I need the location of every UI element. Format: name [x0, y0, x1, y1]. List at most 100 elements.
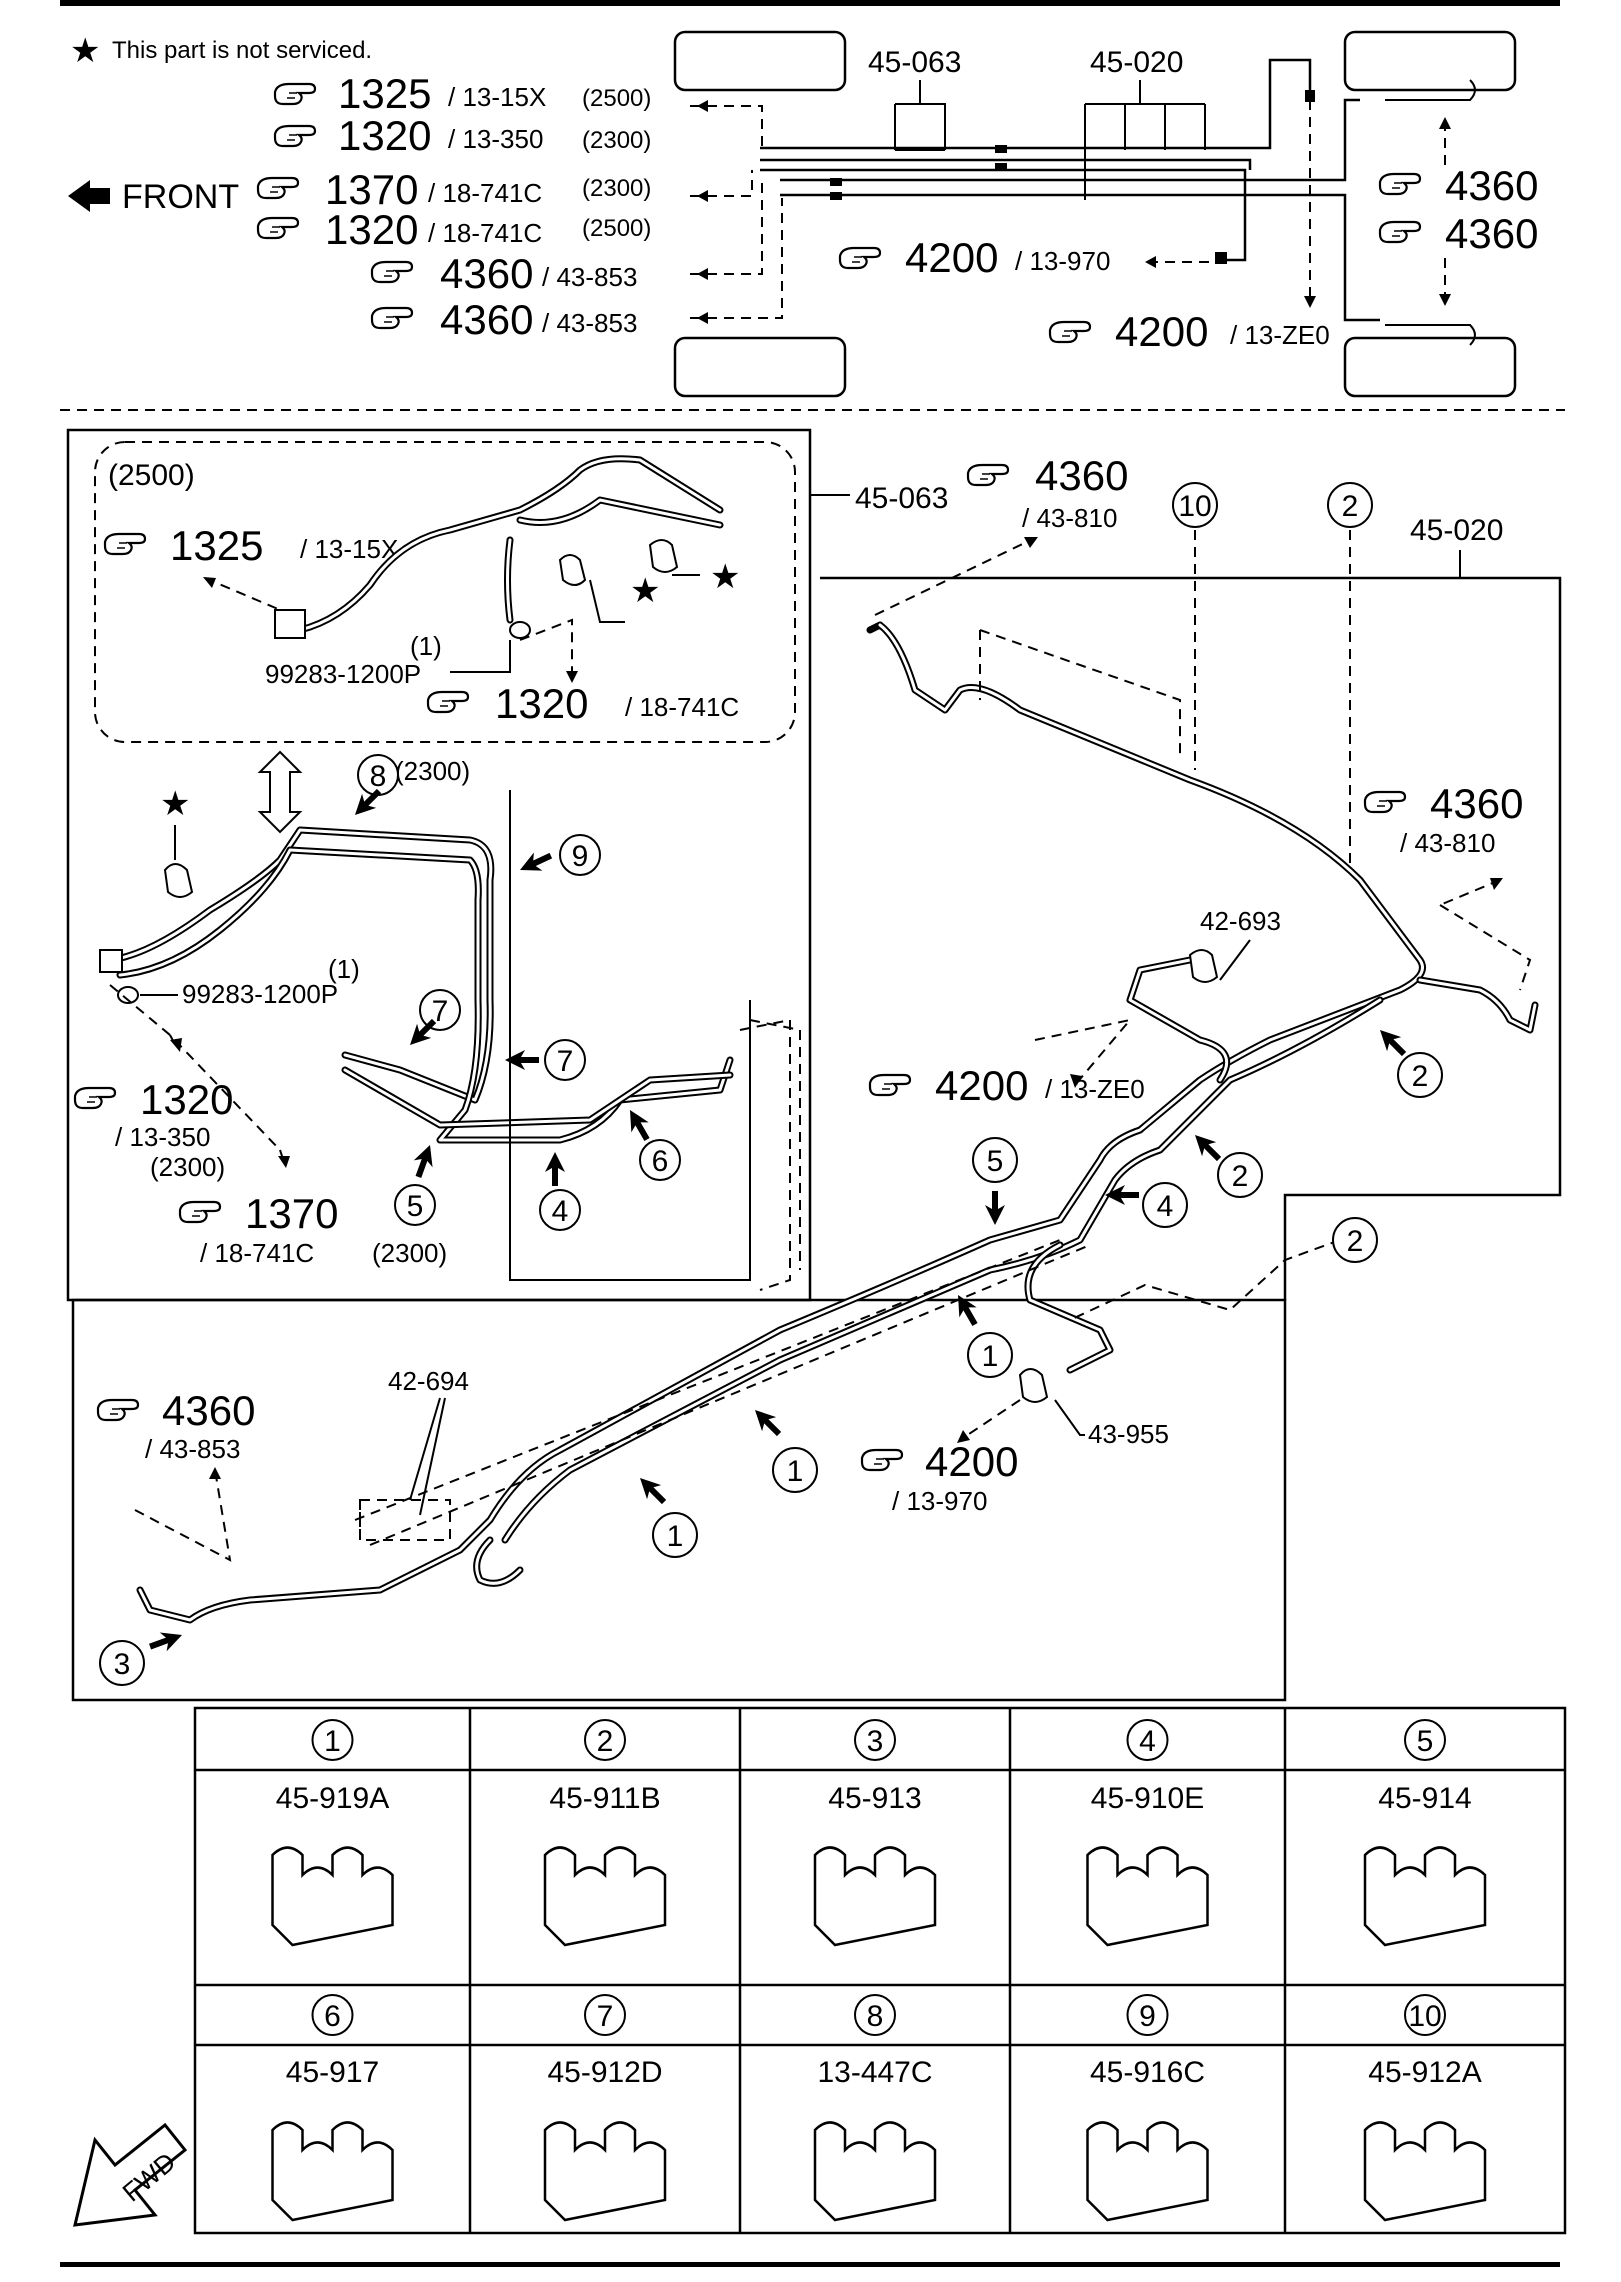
table-number: 5 — [1417, 1725, 1434, 1758]
ref-sub: / 18-741C — [200, 1238, 314, 1268]
overview-pipes — [760, 58, 1380, 322]
callout-9: 9 — [572, 840, 589, 873]
table-part-number: 45-911B — [549, 1782, 660, 1815]
table-number: 2 — [597, 1725, 614, 1758]
table-part-number: 45-919A — [276, 1782, 389, 1815]
ref-num: 1325 — [170, 522, 263, 569]
ref-sub: / 18-741C — [625, 692, 739, 722]
table-number-circle — [854, 1719, 896, 1761]
inset-part-label: 45-063 — [855, 482, 948, 515]
front-right-wheel — [673, 336, 847, 398]
callout-1b: 1 — [787, 1455, 804, 1488]
table-part-number: 45-912A — [1368, 2056, 1481, 2089]
callout-7b: 7 — [557, 1045, 574, 1078]
note-text: This part is not serviced. — [112, 37, 372, 64]
ref-num: 1320 — [140, 1076, 233, 1123]
ref-num: 4360 — [162, 1387, 255, 1434]
star-icon: ★ — [70, 32, 100, 70]
ref-sub: / 13-350 — [115, 1122, 210, 1152]
part-42-694-label: 42-694 — [388, 1366, 469, 1396]
svg-text:★: ★ — [160, 785, 190, 823]
ref-num: 4360 — [1445, 210, 1538, 257]
clip-illustration — [813, 1846, 937, 1947]
clip-illustration — [1086, 1846, 1209, 1947]
left-refs: 1325 / 13-15X (2500) 1320 / 13-350 (2300… — [256, 70, 651, 343]
table-number-circle — [584, 1994, 626, 2036]
ref-sub: / 43-853 — [542, 308, 637, 338]
ref-variant: (2300) — [150, 1152, 225, 1182]
ref-sub: / 18-741C — [428, 218, 542, 248]
ref-sub: / 13-15X — [448, 82, 546, 112]
ref-num: 4200 — [935, 1062, 1028, 1109]
clip-illustration — [1363, 1846, 1487, 1947]
table-number: 8 — [867, 2000, 884, 2033]
front-label: FRONT — [122, 178, 239, 216]
callout-2d: 2 — [1347, 1225, 1364, 1258]
qty-label: (1) — [328, 954, 360, 984]
ref-sub: / 18-741C — [428, 178, 542, 208]
ref-variant: (2500) — [582, 215, 651, 242]
parts-table — [193, 1706, 1567, 2235]
table-number: 10 — [1408, 2000, 1441, 2033]
ref-num: 4200 — [905, 234, 998, 281]
clip-illustration — [271, 2121, 394, 2222]
clip-illustration — [1363, 2121, 1487, 2222]
callout-5: 5 — [407, 1190, 424, 1223]
table-number: 1 — [324, 1725, 341, 1758]
clip-part-label: 99283-1200P — [182, 979, 338, 1009]
ref-variant: (2300) — [582, 175, 651, 202]
part-42-693-label: 42-693 — [1200, 906, 1281, 936]
callout-1c: 1 — [667, 1520, 684, 1553]
ref-sub: / 13-970 — [892, 1486, 987, 1516]
table-part-number: 45-917 — [286, 2056, 379, 2089]
callout-7: 7 — [432, 995, 449, 1028]
callout-4b: 4 — [1157, 1190, 1174, 1223]
table-number: 4 — [1139, 1725, 1156, 1758]
callout-8: 8 — [370, 760, 387, 793]
ref-sub: / 43-853 — [145, 1434, 240, 1464]
ref-num: 1320 — [338, 112, 431, 159]
ref-variant: (2500) — [582, 85, 651, 112]
svg-text:★: ★ — [710, 558, 740, 596]
part-43-955-label: 43-955 — [1088, 1419, 1169, 1449]
ref-num: 4360 — [440, 250, 533, 297]
table-number-circle — [1126, 1719, 1169, 1761]
table-number: 7 — [597, 2000, 614, 2033]
note: ★ This part is not serviced. — [70, 32, 372, 70]
table-number-circle — [854, 1994, 896, 2036]
clip-illustration — [813, 2121, 937, 2222]
ref-num: 4200 — [1115, 308, 1208, 355]
rear-right-wheel — [1343, 336, 1517, 398]
swap-arrow-icon — [257, 750, 303, 834]
ref-variant: (2300) — [372, 1238, 447, 1268]
front-left-wheel — [673, 30, 847, 92]
ref-sub: / 13-350 — [448, 124, 543, 154]
table-number: 3 — [867, 1725, 884, 1758]
table-number-circle — [311, 1994, 354, 2036]
part-45-020-label: 45-020 — [1090, 46, 1183, 79]
ref-num: 1320 — [495, 680, 588, 727]
table-part-number: 45-916C — [1090, 2056, 1205, 2089]
part-45-063-label: 45-063 — [868, 46, 961, 79]
ref-sub: / 13-970 — [1015, 246, 1110, 276]
callout-2b: 2 — [1412, 1060, 1429, 1093]
part-45-020-label: 45-020 — [1410, 514, 1503, 547]
callout-1: 1 — [982, 1340, 999, 1373]
inset-variant: (2500) — [108, 459, 195, 492]
table-part-number: 45-913 — [828, 1782, 921, 1815]
ref-num: 1320 — [325, 206, 418, 253]
variant-2300: (2300) — [395, 756, 470, 786]
ref-num: 1370 — [245, 1190, 338, 1237]
callout-2: 2 — [1342, 490, 1359, 523]
ref-sub: / 43-810 — [1400, 828, 1495, 858]
ref-sub: / 43-853 — [542, 262, 637, 292]
clip-illustration — [1086, 2121, 1209, 2222]
callout-4: 4 — [552, 1195, 569, 1228]
inset-2500 — [94, 441, 796, 743]
table-number-circle — [1126, 1994, 1169, 2036]
svg-text:★: ★ — [630, 572, 660, 610]
ref-num: 4360 — [1445, 162, 1538, 209]
table-part-number: 45-914 — [1378, 1782, 1471, 1815]
